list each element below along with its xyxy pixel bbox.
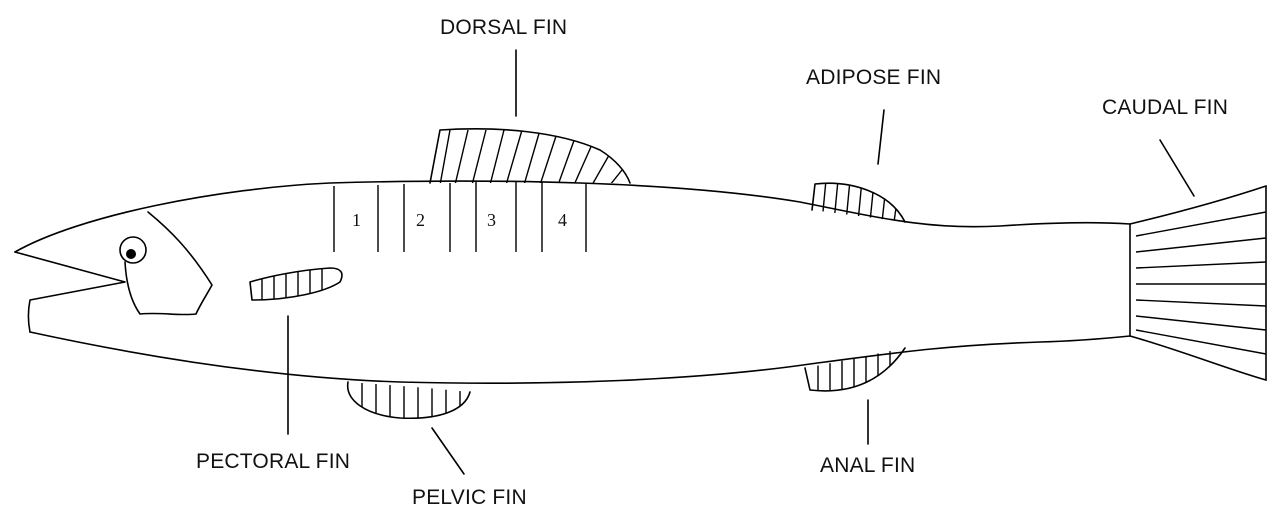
pectoral-fin: [250, 268, 342, 302]
caudal-fin-label: CAUDAL FIN: [1102, 96, 1228, 120]
fish-body-dorsal-outline: [15, 181, 1130, 252]
adipose-fin-label: ADIPOSE FIN: [806, 66, 941, 90]
body-segments: [334, 182, 586, 252]
pupil: [126, 249, 136, 259]
caudal-fin: [1130, 186, 1266, 380]
segment-label-1: 1: [352, 210, 361, 231]
caudal-leader: [1160, 140, 1194, 196]
anal-fin-label: ANAL FIN: [820, 454, 915, 478]
pelvic-fin-label: PELVIC FIN: [412, 486, 527, 510]
gill-cover: [125, 212, 212, 315]
dorsal-fin-label: DORSAL FIN: [440, 16, 567, 40]
mouth: [15, 252, 125, 332]
adipose-fin: [812, 180, 905, 222]
fish-body-ventral-outline: [30, 332, 1130, 383]
dorsal-fin: [430, 129, 630, 185]
segment-label-2: 2: [416, 210, 425, 231]
pelvic-fin: [348, 380, 470, 420]
adipose-leader: [878, 110, 884, 164]
pelvic-leader: [432, 428, 464, 474]
pectoral-fin-label: PECTORAL FIN: [196, 450, 350, 474]
segment-label-4: 4: [558, 210, 567, 231]
anal-fin: [805, 346, 905, 396]
segment-label-3: 3: [487, 210, 496, 231]
